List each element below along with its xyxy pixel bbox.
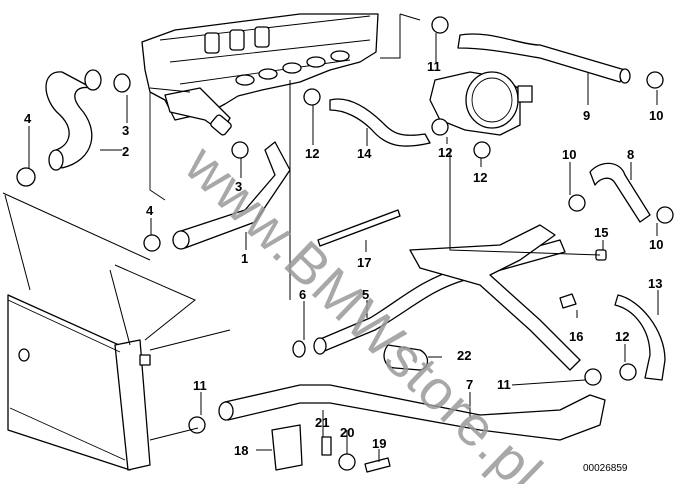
double-clip-22 xyxy=(383,344,429,371)
screw-19 xyxy=(364,457,391,473)
callout-12: 12 xyxy=(305,146,320,161)
callout-11: 11 xyxy=(427,59,441,74)
callout-10: 10 xyxy=(562,147,577,162)
hose-8 xyxy=(589,162,651,223)
callout-12: 12 xyxy=(615,329,630,344)
callout-18: 18 xyxy=(234,443,249,458)
sealing-ring-6 xyxy=(292,340,306,358)
hose-7 xyxy=(224,384,606,441)
pipe-clamp-20 xyxy=(338,453,356,471)
callout-10: 10 xyxy=(649,108,664,123)
pipe-assembly xyxy=(409,224,581,371)
callout-13: 13 xyxy=(648,276,663,291)
clip-nut-21 xyxy=(321,436,332,456)
callout-22: 22 xyxy=(457,348,472,363)
leader-lines xyxy=(2,13,659,462)
document-number: 00026859 xyxy=(583,463,628,474)
callout-11: 11 xyxy=(193,378,207,393)
callout-3: 3 xyxy=(122,123,130,138)
callout-7: 7 xyxy=(466,377,474,392)
cylinder-head-illustration xyxy=(141,13,379,201)
callout-8: 8 xyxy=(627,147,635,162)
callout-4: 4 xyxy=(146,203,154,218)
callout-17: 17 xyxy=(357,255,372,270)
callout-11: 11 xyxy=(497,377,511,392)
callout-12: 12 xyxy=(473,170,488,185)
bracket-18 xyxy=(271,424,303,471)
callout-21: 21 xyxy=(315,415,330,430)
callout-20: 20 xyxy=(340,425,355,440)
callout-1: 1 xyxy=(241,251,249,266)
callout-16: 16 xyxy=(569,329,584,344)
callout-2: 2 xyxy=(122,144,130,159)
callout-14: 14 xyxy=(357,146,372,161)
callout-10: 10 xyxy=(649,237,664,252)
hose-13 xyxy=(614,294,666,381)
hose-clamps xyxy=(16,16,674,434)
callout-3: 3 xyxy=(235,179,243,194)
callout-4: 4 xyxy=(24,111,32,126)
hose-14 xyxy=(329,98,431,147)
throttle-body-illustration xyxy=(429,71,533,136)
callout-9: 9 xyxy=(583,108,591,123)
bolt-16 xyxy=(559,293,577,309)
callout-15: 15 xyxy=(594,225,609,240)
hose-9 xyxy=(457,33,626,83)
callout-5: 5 xyxy=(362,287,370,302)
hose-2 xyxy=(45,71,93,169)
callout-19: 19 xyxy=(372,436,387,451)
cable-tie-17 xyxy=(317,209,401,247)
callout-6: 6 xyxy=(299,287,307,302)
callout-12: 12 xyxy=(438,145,453,160)
radiator-illustration xyxy=(7,294,151,471)
